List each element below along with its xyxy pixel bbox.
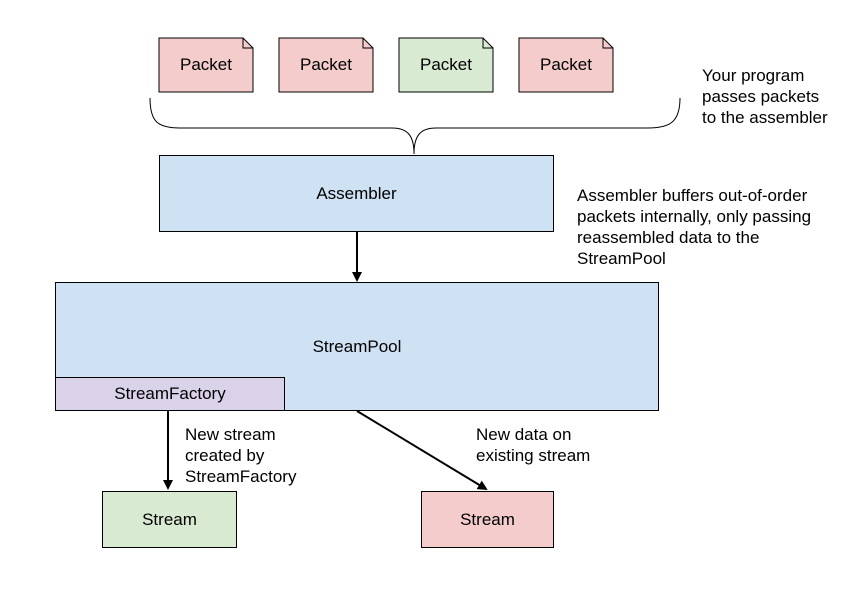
stream-label: Stream: [142, 509, 197, 529]
packet-shape-2: [278, 37, 374, 93]
packet-fold-3: [482, 38, 493, 49]
packet-2: Packet: [279, 38, 373, 92]
streamfactory-label: StreamFactory: [114, 384, 226, 403]
packet-label: Packet: [180, 55, 232, 74]
note-new-stream: New stream created by StreamFactory: [185, 425, 297, 486]
arrow-pool-to-stream: [356, 410, 488, 491]
packet-shape-4: [518, 37, 614, 93]
packet-fold-2: [362, 38, 373, 49]
packet-4: Packet: [519, 38, 613, 92]
note-new-data: New data on existing stream: [476, 425, 591, 465]
assembler-box: Assembler: [159, 155, 554, 232]
streampool-label: StreamPool: [312, 336, 402, 356]
packet-fold-1: [242, 38, 253, 49]
packet-fold-4: [602, 38, 613, 49]
stream-label: Stream: [460, 509, 515, 529]
assembler-label: Assembler: [316, 183, 397, 203]
stream-new-box: Stream: [102, 491, 237, 548]
packet-1: Packet: [159, 38, 253, 92]
packet-label: Packet: [300, 55, 352, 74]
note-assembler-buffers: Assembler buffers out-of-order packets i…: [577, 186, 812, 268]
packet-shape-3: [398, 37, 494, 93]
packet-label: Packet: [540, 55, 592, 74]
packet-label: Packet: [420, 55, 472, 74]
packets-brace: [149, 97, 681, 155]
stream-existing-box: Stream: [421, 491, 554, 548]
streamfactory-box: StreamFactory: [55, 377, 285, 411]
packet-3: Packet: [399, 38, 493, 92]
packet-shape-1: [158, 37, 254, 93]
note-program-passes-packets: Your program passes packets to the assem…: [702, 66, 828, 127]
